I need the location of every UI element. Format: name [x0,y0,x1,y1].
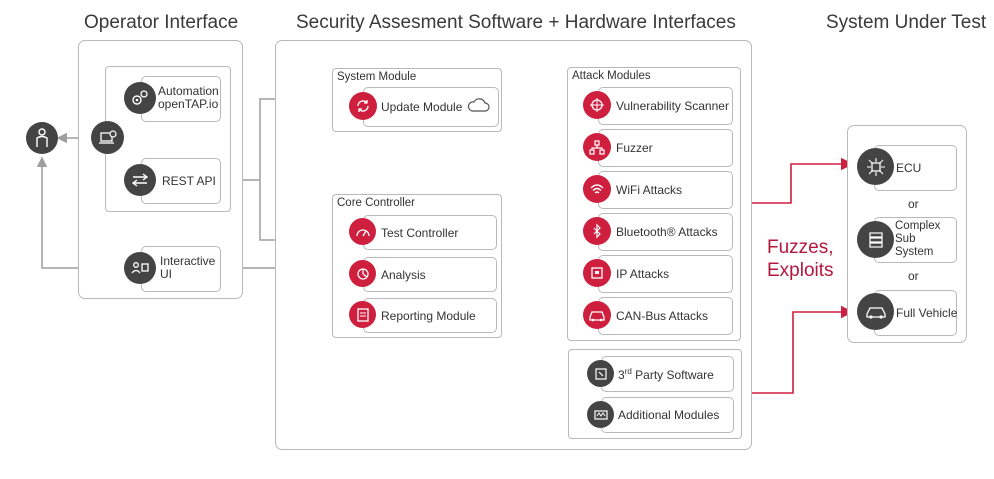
chip-icon [857,148,894,185]
third-party-text: Party Software [631,368,714,382]
fuzzes-exploits-annotation: Fuzzes, Exploits [767,236,834,282]
network-icon [583,133,611,161]
cloud-icon [466,96,490,119]
gears-icon [124,82,156,114]
fuzzer-label: Fuzzer [616,141,653,155]
fuzzes-label: Fuzzes, [767,237,834,258]
chart-icon [349,260,376,287]
ecu-label: ECU [896,161,922,175]
analysis-label: Analysis [381,268,426,282]
third-party-software-label: 3rd Party Software [618,367,714,382]
vehicle-icon [857,293,894,330]
operator-interface-title: Operator Interface [84,12,239,33]
fuzzer-box[interactable]: Fuzzer [598,129,733,167]
or-label-1: or [908,197,919,211]
person-icon [26,122,58,154]
system-module-label: System Module [337,71,417,83]
rest-api-label: REST API [162,174,216,188]
bluetooth-attacks-label: Bluetooth® Attacks [616,225,718,239]
system-label: System [895,246,934,258]
complex-label: Complex [895,220,941,232]
attack-modules-label: Attack Modules [572,70,651,82]
third-party-number: 3 [618,368,625,382]
ip-attacks-label: IP Attacks [616,267,670,281]
interactive-label: Interactive [160,254,216,268]
core-controller-label: Core Controller [337,197,415,209]
update-module-box[interactable]: Update Module [363,87,499,127]
exploits-label: Exploits [767,260,834,281]
full-vehicle-label: Full Vehicle [896,306,958,320]
target-icon [583,91,611,119]
system-under-test-title: System Under Test [826,12,987,33]
sub-label: Sub [895,233,916,245]
user-screen-icon [124,252,156,284]
extra-to-vehicle-link [740,305,854,394]
car-icon [583,301,611,329]
analysis-box[interactable]: Analysis [363,257,497,292]
can-bus-attacks-box[interactable]: CAN-Bus Attacks [598,297,733,335]
additional-modules-box[interactable]: Additional Modules [601,397,734,433]
wifi-icon [583,175,611,203]
update-module-label: Update Module [381,100,463,114]
stack-icon [857,221,894,258]
attack-to-ecu-link [739,157,854,204]
refresh-icon [349,92,377,120]
wifi-attacks-box[interactable]: WiFi Attacks [598,171,733,209]
opentap-label: openTAP.io [158,97,219,111]
wifi-attacks-label: WiFi Attacks [616,183,683,197]
third-party-software-box[interactable]: 3rd Party Software [601,356,734,392]
reporting-module-box[interactable]: Reporting Module [363,298,497,333]
bluetooth-icon [583,217,611,245]
additional-modules-label: Additional Modules [618,408,720,422]
bluetooth-attacks-box[interactable]: Bluetooth® Attacks [598,213,733,251]
reporting-module-label: Reporting Module [381,309,476,323]
ethernet-icon [583,259,611,287]
test-controller-label: Test Controller [381,226,459,240]
puzzle-icon [587,360,614,387]
vulnerability-scanner-label: Vulnerability Scanner [616,99,729,113]
third-party-ordinal: rd [624,367,632,376]
arrows-icon [124,164,156,196]
security-assessment-title: Security Assesment Software + Hardware I… [296,12,736,33]
gauge-icon [349,218,376,245]
can-bus-attacks-label: CAN-Bus Attacks [616,309,709,323]
automation-label: Automation [158,84,219,98]
vulnerability-scanner-box[interactable]: Vulnerability Scanner [598,87,733,125]
or-label-2: or [908,269,919,283]
laptop-gear-icon [91,121,124,154]
test-controller-box[interactable]: Test Controller [363,215,497,250]
module-icon [587,401,614,428]
document-icon [349,301,376,328]
ui-label: UI [160,267,172,281]
ip-attacks-box[interactable]: IP Attacks [598,255,733,293]
